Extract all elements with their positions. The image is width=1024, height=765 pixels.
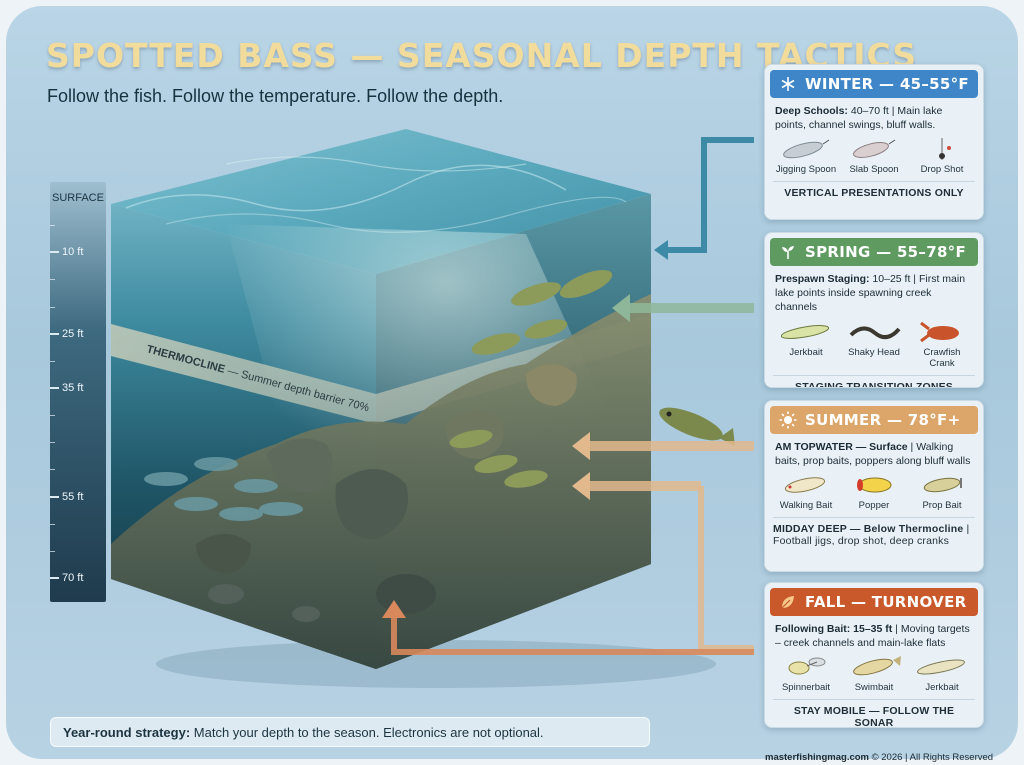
depth-minor-tick — [50, 442, 55, 444]
lure-popper: Popper — [843, 472, 905, 511]
depth-tick-label: 35 ft — [62, 382, 84, 394]
lure-walking-bait: Walking Bait — [775, 472, 837, 511]
leaf-icon — [778, 592, 798, 612]
winter-footer: VERTICAL PRESENTATIONS ONLY — [773, 181, 975, 205]
depth-tick-mark — [50, 495, 59, 498]
summer-lures: Walking Bait Popper Prop Bait — [765, 468, 983, 511]
fall-title: FALL — TURNOVER — [805, 593, 967, 611]
spring-header: SPRING — 55–78°F — [770, 238, 978, 266]
lure-shaky-head: Shaky Head — [843, 319, 905, 369]
winter-desc: Deep Schools: 40–70 ft | Main lake point… — [775, 105, 943, 132]
credit-line: masterfishingmag.com © 2026 | All Rights… — [765, 752, 994, 763]
depth-tick-label: 70 ft — [62, 572, 84, 584]
depth-tick-label: 25 ft — [62, 327, 84, 340]
lure-jerkbait: Jerkbait — [775, 319, 837, 369]
winter-card: WINTER — 45–55°F Deep Schools: 40–70 ft … — [764, 64, 984, 220]
depth-tick-mark — [50, 577, 59, 579]
sun-icon — [778, 410, 798, 430]
lure-spinnerbait: Spinnerbait — [775, 654, 837, 693]
spring-lures: Jerkbait Shaky Head Crawfish Crank — [765, 315, 983, 369]
fall-header: FALL — TURNOVER — [770, 588, 978, 616]
lure-crawfish-crank: Crawfish Crank — [911, 319, 973, 369]
depth-minor-tick — [50, 360, 55, 362]
depth-minor-tick — [50, 306, 55, 308]
fall-card: FALL — TURNOVER Following Bait: 15–35 ft… — [764, 582, 984, 728]
depth-tick-mark — [50, 332, 59, 335]
lure-slab-spoon: Slab Spoon — [843, 136, 905, 175]
page-subtitle: Follow the fish. Follow the temperature.… — [47, 86, 504, 106]
fall-lures: Spinnerbait Swimbait Jerkbait — [765, 650, 983, 693]
spring-title: SPRING — 55–78°F — [805, 243, 967, 261]
lure-drop-shot: Drop Shot — [911, 136, 973, 175]
depth-minor-tick — [50, 225, 55, 227]
depth-tick-label: SURFACE — [52, 192, 104, 204]
depth-minor-tick — [50, 415, 55, 417]
depth-minor-tick — [50, 523, 55, 525]
infographic-frame: SPOTTED BASS — SEASONAL DEPTH TACTICS Fo… — [6, 6, 1018, 759]
depth-scale — [50, 182, 106, 602]
summer-header: SUMMER — 78°F+ — [770, 406, 978, 434]
winter-lures: Jigging Spoon Slab Spoon Drop Shot — [765, 132, 983, 175]
summer-card: SUMMER — 78°F+ AM TOPWATER — Surface | W… — [764, 400, 984, 572]
lure-prop-bait: Prop Bait — [911, 472, 973, 511]
fall-footer: STAY MOBILE — FOLLOW THE SONAR — [773, 699, 975, 727]
depth-tick-label: 55 ft — [62, 490, 84, 503]
depth-minor-tick — [50, 550, 55, 552]
summer-desc: AM TOPWATER — Surface | Walking baits, p… — [775, 441, 971, 468]
winter-header: WINTER — 45–55°F — [770, 70, 978, 98]
depth-tick-label: 10 ft — [62, 246, 84, 259]
depth-tick-mark — [50, 251, 59, 254]
depth-minor-tick — [50, 469, 55, 471]
water-cube-illustration: THERMOCLINE — Summer depth barrier 70% — [111, 129, 754, 688]
strategy-bar: Year-round strategy: Match your depth to… — [50, 717, 650, 747]
summer-title: SUMMER — 78°F+ — [805, 411, 961, 429]
snowflake-icon — [778, 74, 798, 94]
spring-footer: STAGING TRANSITION ZONES — [773, 374, 975, 387]
winter-title: WINTER — 45–55°F — [805, 75, 969, 93]
lure-jigging-spoon: Jigging Spoon — [775, 136, 837, 175]
lure-swimbait: Swimbait — [843, 654, 905, 693]
depth-tick-mark — [50, 387, 59, 389]
spring-card: SPRING — 55–78°F Prespawn Staging: 10–25… — [764, 232, 984, 388]
summer-footer: MIDDAY DEEP — Below Thermocline | Footba… — [773, 517, 975, 553]
fall-desc: Following Bait: 15–35 ft | Moving target… — [775, 623, 970, 650]
spring-desc: Prespawn Staging: 10–25 ft | First main … — [775, 273, 966, 314]
lure-jerkbait-fall: Jerkbait — [911, 654, 973, 693]
sprout-icon — [778, 242, 798, 262]
depth-minor-tick — [50, 279, 55, 281]
